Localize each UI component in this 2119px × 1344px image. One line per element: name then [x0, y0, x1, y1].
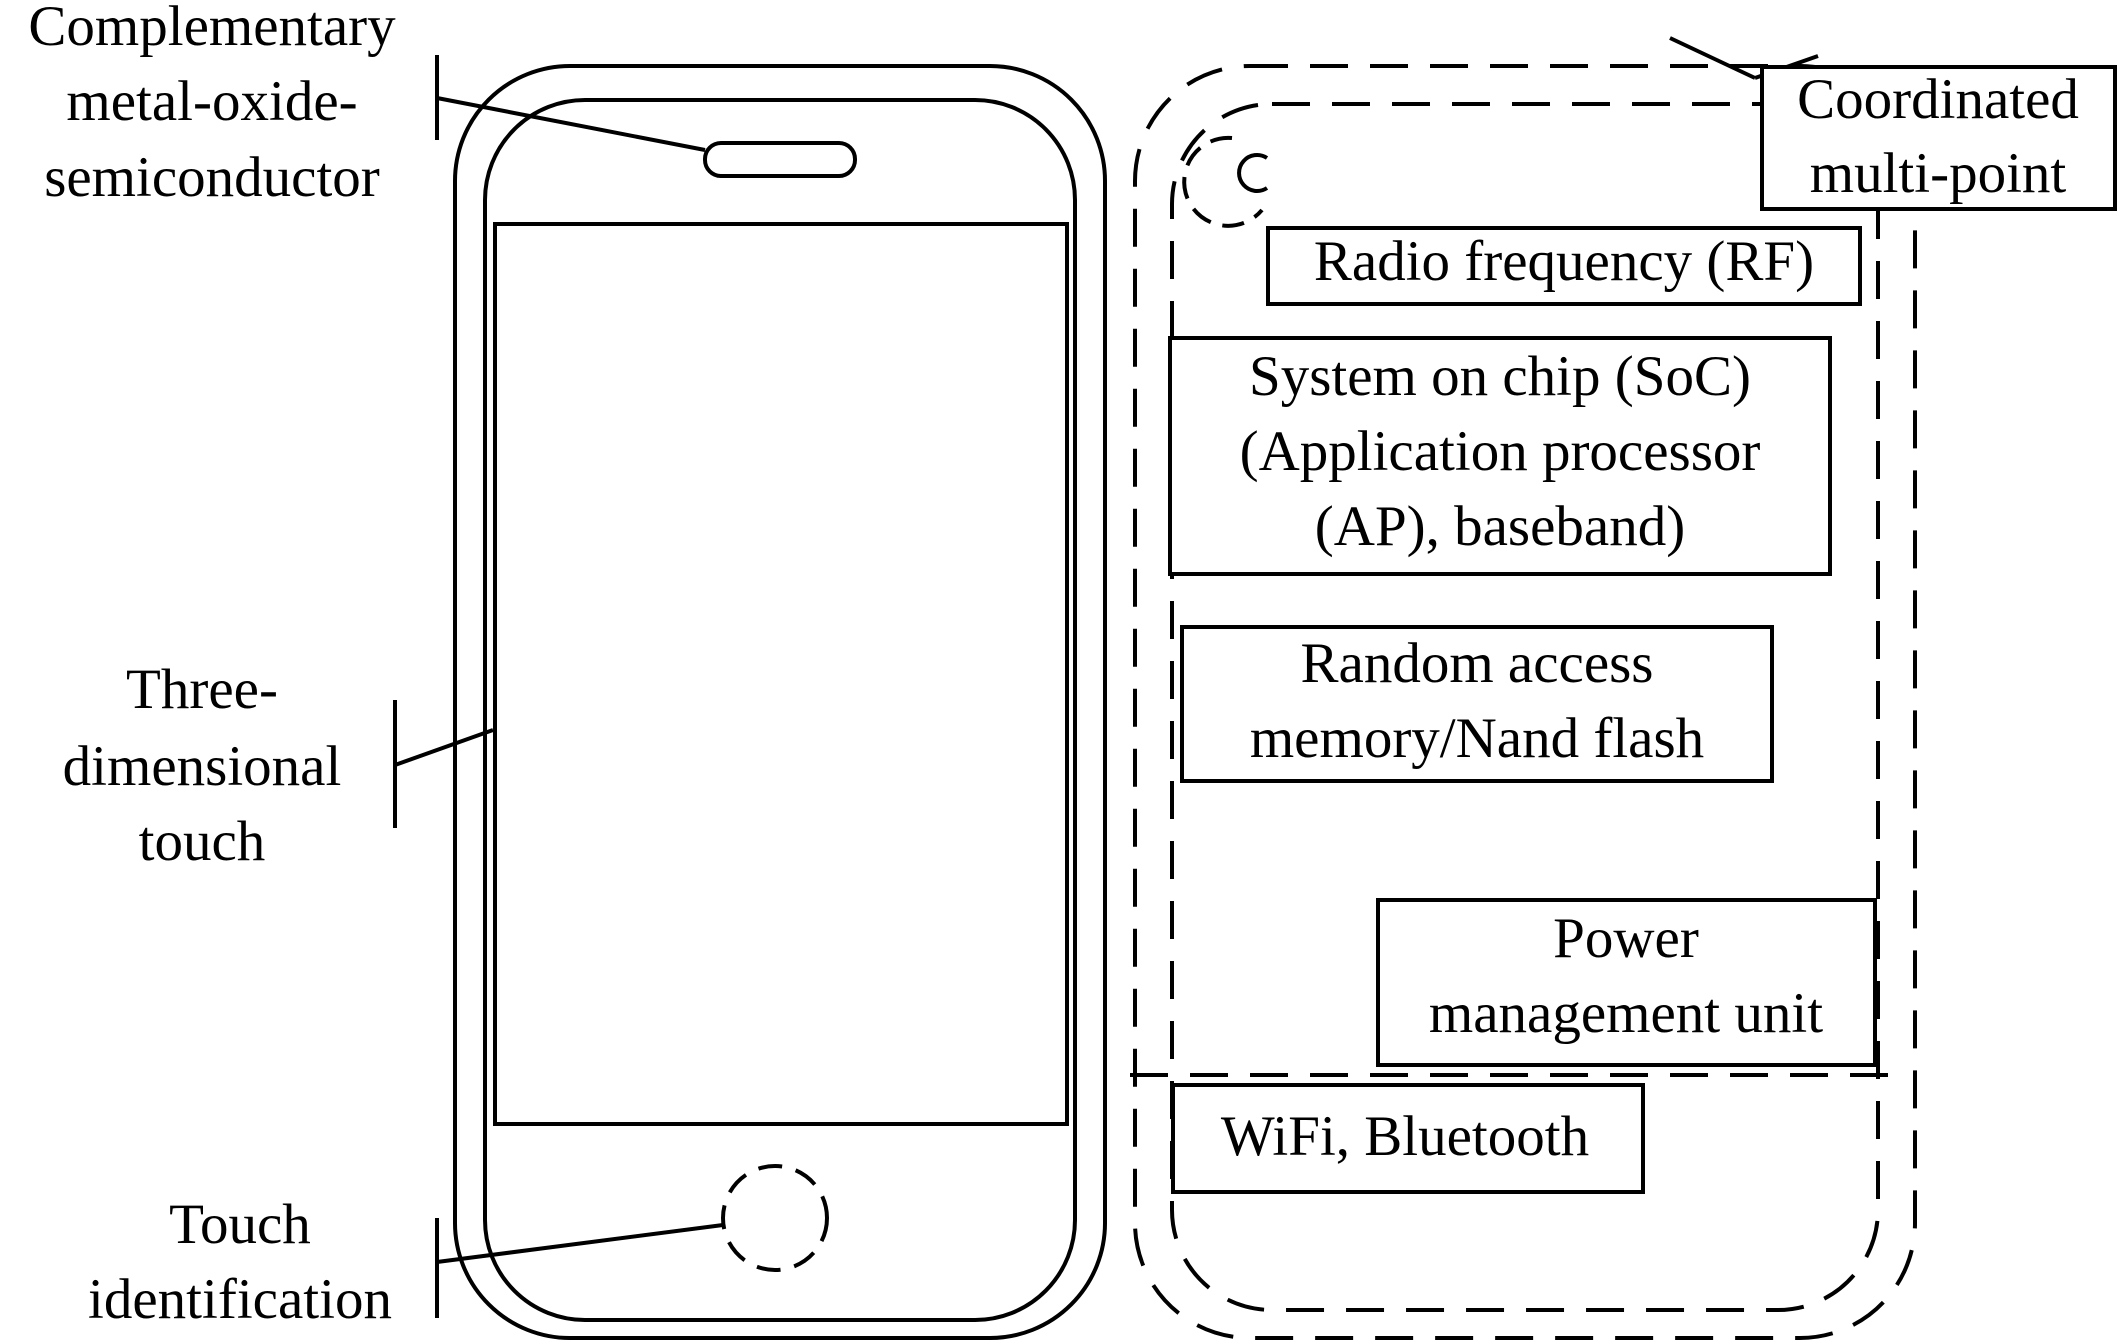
cmos-label-line-3: semiconductor [44, 146, 380, 209]
antenna-icon [1237, 153, 1269, 193]
three-d-touch-label-line-3: touch [139, 810, 266, 873]
home-button-fingerprint [721, 1164, 829, 1272]
phone-screen [493, 222, 1069, 1126]
front-camera-sensor [703, 141, 857, 178]
pmu-label-line-2: management unit [1429, 982, 1823, 1045]
rf-label: Radio frequency (RF) [1314, 230, 1814, 293]
three-d-touch-label-line-2: dimensional [63, 735, 342, 798]
cmos-label-line-1: Complementary [28, 0, 396, 58]
comp-box [1760, 65, 2117, 211]
comp-label-line-2: multi-point [1810, 142, 2067, 205]
three-d-touch-leader-line [394, 728, 494, 767]
touch-id-label-line-2: identification [88, 1268, 392, 1331]
comp-leader-line-1 [1669, 36, 1756, 80]
three-d-touch-label-line-1: Three- [126, 658, 278, 721]
soc-label-line-1: System on chip (SoC) [1249, 345, 1751, 408]
ram-label-line-2: memory/Nand flash [1250, 707, 1704, 770]
ram-box [1180, 625, 1774, 783]
soc-label-line-2: (Application processor [1240, 420, 1761, 483]
phone-inner-body [483, 98, 1077, 1322]
cmos-leader-line [436, 96, 706, 152]
phone-back-outer-dashed [1133, 64, 1917, 1340]
wifi-box [1171, 1083, 1645, 1194]
ram-label-line-1: Random access [1301, 632, 1654, 695]
soc-box [1168, 336, 1832, 576]
phone-outer-body [453, 64, 1107, 1340]
cmos-label-line-2: metal-oxide- [66, 70, 357, 133]
pmu-box [1376, 898, 1877, 1067]
comp-label-line-1: Coordinated [1797, 68, 2079, 131]
rf-box [1266, 226, 1862, 306]
touch-id-leader-line [436, 1223, 724, 1264]
antenna-wave-icon [1182, 135, 1264, 228]
soc-label-line-3: (AP), baseband) [1315, 495, 1685, 558]
pmu-label-line-1: Power [1553, 907, 1699, 970]
wifi-label: WiFi, Bluetooth [1221, 1105, 1589, 1168]
touch-id-label-line-1: Touch [169, 1193, 311, 1256]
phone-back-inner-dashed [1170, 102, 1880, 1312]
